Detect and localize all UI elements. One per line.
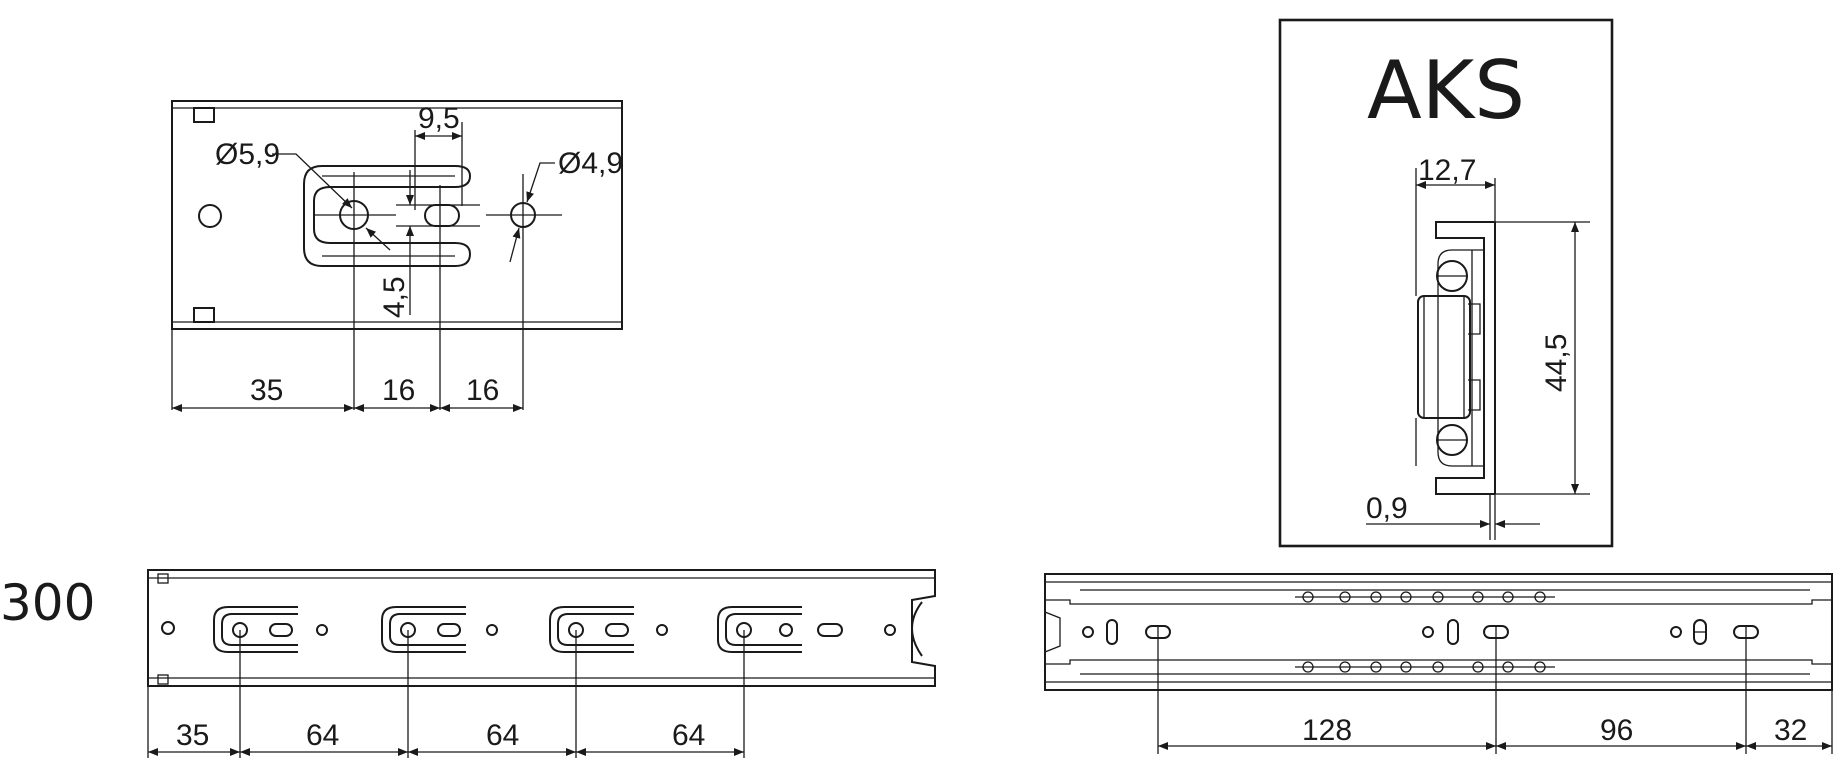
profile-cross-section: AKS 12,7 44,5 0,9: [1278, 18, 1614, 548]
slot-outline: [303, 165, 472, 267]
profile-title: AKS: [1367, 44, 1525, 137]
rail-slot-group-2: [381, 606, 498, 653]
rail-slot-group-4: [717, 606, 896, 653]
mounting-bracket-detail: 9,5 Ø5,9 Ø4,9 4,5 35 16 16: [171, 100, 623, 412]
ball-row-bottom: [1295, 661, 1555, 673]
rail-dim-1: 35: [176, 719, 209, 752]
bracket-outline: [171, 100, 623, 330]
drawer-slide-view: 128 96 32: [1044, 573, 1833, 754]
rail-length-label: 300: [0, 574, 95, 632]
side-hole: [198, 204, 222, 228]
detail-dim-3: 16: [466, 374, 499, 407]
slide-dim-1: 128: [1302, 714, 1352, 747]
hole-large-label: Ø5,9: [215, 138, 280, 171]
profile-width-label: 12,7: [1418, 154, 1476, 187]
rail-slot-group-1: [213, 606, 328, 653]
tab-bottom: [193, 307, 215, 323]
inner-member: [1417, 295, 1471, 419]
cabinet-rail-view: 300: [0, 569, 936, 758]
slot-height-label: 4,5: [378, 276, 411, 318]
tab-top: [193, 107, 215, 123]
hole-small-label: Ø4,9: [558, 147, 623, 180]
profile-frame: [1278, 18, 1614, 548]
detail-dim-2: 16: [382, 374, 415, 407]
rail-dim-4: 64: [672, 719, 705, 752]
profile-thickness-label: 0,9: [1366, 492, 1408, 525]
rail-dim-3: 64: [486, 719, 519, 752]
rail-dim-2: 64: [306, 719, 339, 752]
profile-height-label: 44,5: [1540, 334, 1573, 392]
slot-width-label: 9,5: [418, 102, 460, 135]
rail-outline: [147, 569, 936, 687]
detail-dim-1: 35: [250, 374, 283, 407]
slide-dim-3: 32: [1774, 714, 1807, 747]
ball-row-top: [1295, 591, 1555, 603]
slide-dim-2: 96: [1600, 714, 1633, 747]
slot-hole: [424, 204, 460, 227]
rail-slot-group-3: [549, 606, 668, 653]
